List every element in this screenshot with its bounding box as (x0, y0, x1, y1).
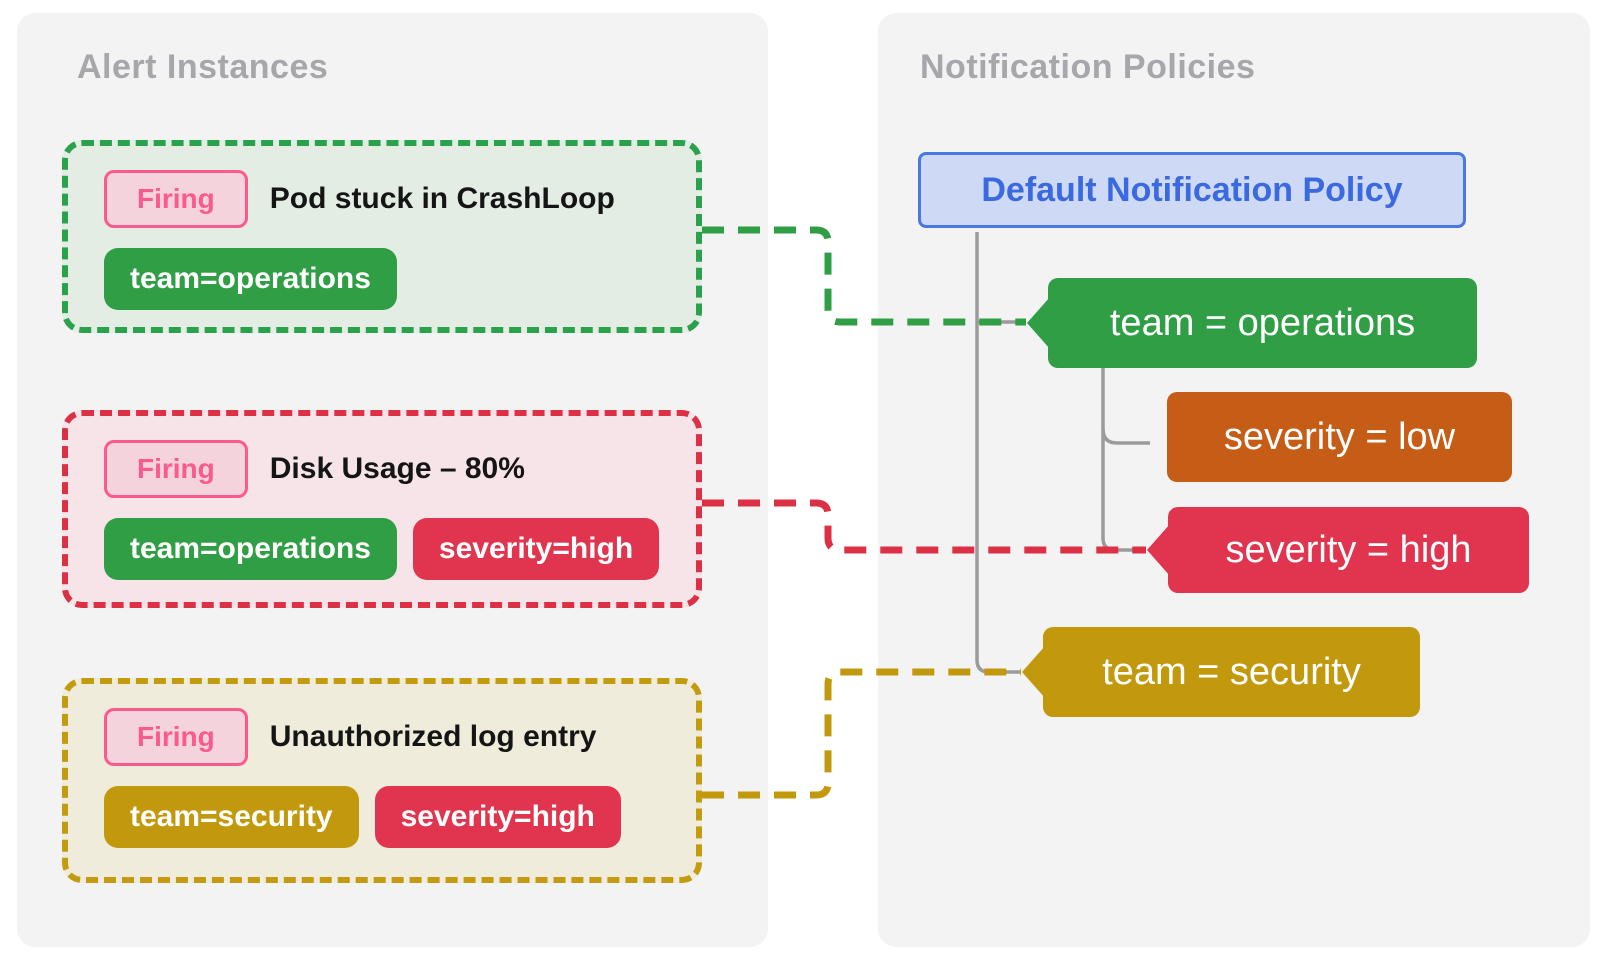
alert-labels-row: team=security severity=high (104, 786, 696, 848)
alert-instances-title: Alert Instances (77, 48, 329, 86)
matcher-team-operations: team = operations (1048, 278, 1477, 368)
alert-labels-row: team=operations severity=high (104, 518, 696, 580)
firing-badge: Firing (104, 440, 248, 498)
label-tag-team-security: team=security (104, 786, 359, 848)
alert-title: Pod stuck in CrashLoop (269, 182, 615, 215)
matcher-severity-high: severity = high (1168, 507, 1529, 593)
alert-title: Disk Usage – 80% (269, 452, 525, 485)
alert-header-row: Firing Pod stuck in CrashLoop (104, 170, 696, 228)
alert-title: Unauthorized log entry (269, 720, 597, 753)
notification-policies-title: Notification Policies (920, 48, 1256, 86)
label-tag-team-operations: team=operations (104, 248, 397, 310)
default-notification-policy-box: Default Notification Policy (918, 152, 1466, 228)
alert-header-row: Firing Disk Usage – 80% (104, 440, 696, 498)
alert-header-row: Firing Unauthorized log entry (104, 708, 696, 766)
alert-card-crashloop: Firing Pod stuck in CrashLoop team=opera… (62, 140, 702, 333)
matcher-team-security: team = security (1043, 627, 1420, 717)
firing-badge: Firing (104, 708, 248, 766)
label-tag-severity-high: severity=high (412, 518, 660, 580)
alert-card-unauthorized-log: Firing Unauthorized log entry team=secur… (62, 678, 702, 883)
label-tag-severity-high: severity=high (374, 786, 621, 848)
alert-labels-row: team=operations (104, 248, 696, 310)
label-tag-team-operations: team=operations (104, 518, 397, 580)
firing-badge: Firing (104, 170, 248, 228)
matcher-severity-low: severity = low (1167, 392, 1512, 482)
alert-card-disk-usage: Firing Disk Usage – 80% team=operations … (62, 410, 702, 608)
